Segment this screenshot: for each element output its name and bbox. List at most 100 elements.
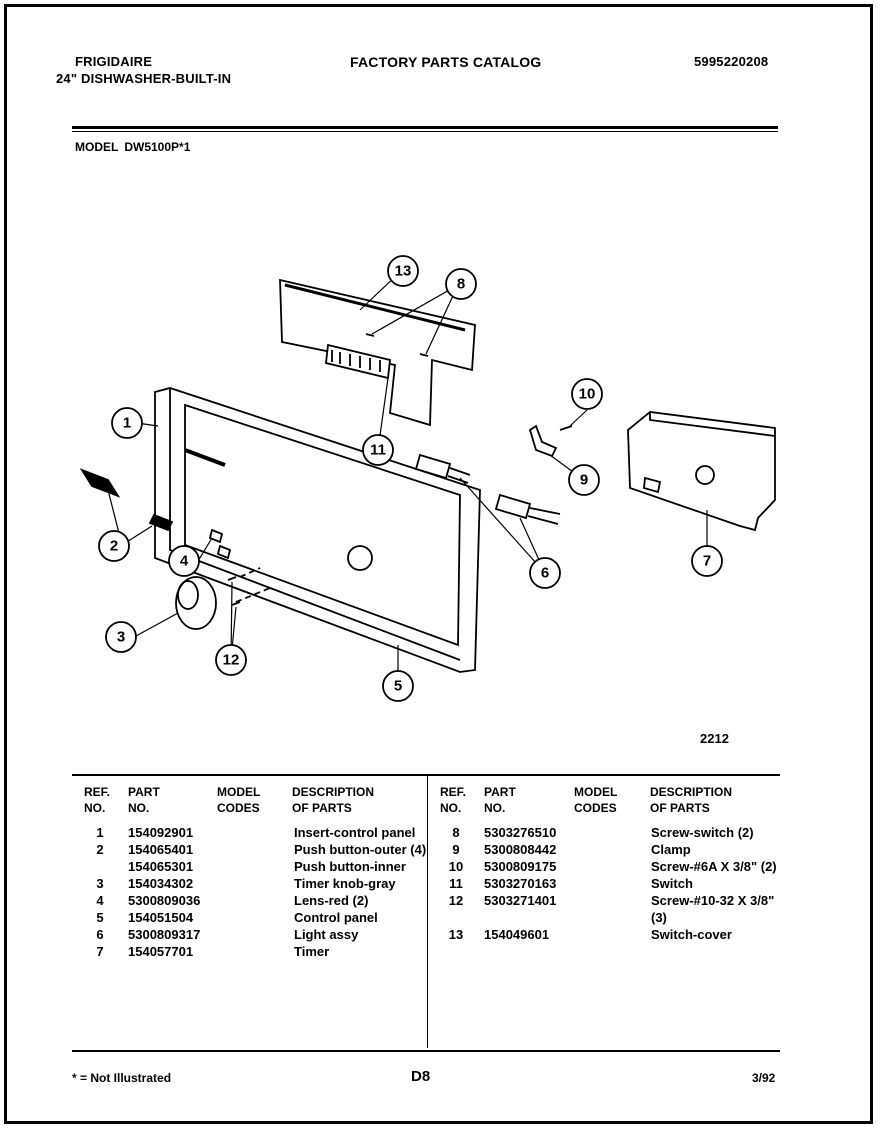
model-label: MODEL <box>75 140 119 154</box>
lens-part <box>208 528 224 544</box>
callout-3: 3 <box>117 629 125 646</box>
part-description: Timer knob-gray <box>294 876 396 891</box>
light-assy-b <box>494 493 532 520</box>
part-description: Switch <box>651 876 693 891</box>
part-description: Control panel <box>294 910 378 925</box>
table-row: 2 154065401 Push button-outer (4) <box>72 841 772 858</box>
push-button-inner <box>148 513 174 532</box>
callout-12: 12 <box>223 652 240 669</box>
header-ref-left: REF.NO. <box>84 785 111 815</box>
screw-8-b <box>419 353 429 357</box>
product-subtitle: 24" DISHWASHER-BUILT-IN <box>56 71 232 86</box>
screw-8-a <box>365 333 375 337</box>
part-number: 154092901 <box>128 825 194 840</box>
screw-10 <box>559 425 573 431</box>
screw-12-b <box>231 601 241 606</box>
ref-number: 9 <box>452 842 460 857</box>
part-number: 5303270163 <box>484 876 557 891</box>
ref-number: 8 <box>452 825 460 840</box>
clamp-part <box>528 424 558 458</box>
part-description: Screw-#10-32 X 3/8" <box>651 893 775 908</box>
part-number: 5300809036 <box>128 893 201 908</box>
ref-number: 10 <box>448 859 464 874</box>
table-row: 13 154049601 Switch-cover <box>72 926 772 943</box>
part-number: 5303276510 <box>484 825 557 840</box>
ref-number: 11 <box>449 876 463 891</box>
footer-note: * = Not Illustrated <box>72 1071 172 1085</box>
ref-number: 1 <box>96 825 104 840</box>
ref-number: 13 <box>448 927 464 942</box>
catalog-title: FACTORY PARTS CATALOG <box>350 54 542 70</box>
exploded-diagram: 13 8 1 2 3 4 5 6 7 9 10 11 12 <box>79 255 776 702</box>
screw-12-a <box>227 576 237 581</box>
table-row: 154065301 Push button-inner <box>72 858 772 875</box>
table-row: 11 5303270163 Switch <box>72 875 772 892</box>
figure-number: 2212 <box>700 731 729 746</box>
brand-name: FRIGIDAIRE <box>75 54 153 69</box>
ref-number: 4 <box>96 893 104 908</box>
part-description: Screw-switch (2) <box>651 825 754 840</box>
part-number: 154049601 <box>484 927 550 942</box>
part-number: 154065301 <box>128 859 194 874</box>
callout-2: 2 <box>110 538 118 555</box>
header-rule-thin <box>72 131 778 132</box>
ref-number: 3 <box>96 876 104 891</box>
table-row: 4 5300809036 Lens-red (2) <box>72 892 772 909</box>
part-description: Lens-red (2) <box>294 893 369 908</box>
table-row: 6 5300809317 Light assy <box>72 926 772 943</box>
timer-hub <box>347 545 373 571</box>
part-number: 154065401 <box>128 842 194 857</box>
timer-part <box>627 411 776 532</box>
part-description: Push button-outer (4) <box>294 842 427 857</box>
part-description: Switch-cover <box>651 927 732 942</box>
part-number: 5300809317 <box>128 927 201 942</box>
ref-number: 6 <box>96 927 104 942</box>
part-description: Timer <box>294 944 330 959</box>
page-border <box>4 4 873 1124</box>
part-description: Light assy <box>294 927 359 942</box>
callout-11: 11 <box>370 442 386 459</box>
callout-9: 9 <box>580 472 588 489</box>
part-description: Insert-control panel <box>294 825 416 840</box>
callout-7: 7 <box>703 553 711 570</box>
page-number: D8 <box>411 1068 431 1085</box>
callout-5: 5 <box>394 678 402 695</box>
switch-cover-part <box>279 278 476 427</box>
catalog-number: 5995220208 <box>694 54 769 69</box>
part-number: 154051504 <box>128 910 194 925</box>
ref-number: 2 <box>96 842 104 857</box>
callout-1: 1 <box>123 415 131 432</box>
callout-13: 13 <box>395 263 412 280</box>
part-description: (3) <box>651 910 667 925</box>
table-row: 3 154034302 Timer knob-gray <box>72 875 772 892</box>
table-row: 1 154092901 Insert-control panel <box>72 824 772 841</box>
callout-4: 4 <box>180 553 189 570</box>
ref-number: 12 <box>448 893 464 908</box>
table-column-divider <box>427 776 428 1048</box>
model-value: DW5100P*1 <box>124 140 191 154</box>
part-number: 154057701 <box>128 944 194 959</box>
part-number: 154034302 <box>128 876 194 891</box>
callout-6: 6 <box>541 565 549 582</box>
header-rule <box>72 126 778 129</box>
control-panel-part <box>154 387 481 673</box>
callout-8: 8 <box>457 276 465 293</box>
table-row: (3) <box>72 909 772 926</box>
header-ref-right: REF.NO. <box>440 785 467 815</box>
light-assy-a <box>414 453 452 480</box>
part-description: Push button-inner <box>294 859 406 874</box>
part-description: Screw-#6A X 3/8" (2) <box>651 859 777 874</box>
part-description: Clamp <box>651 842 691 857</box>
